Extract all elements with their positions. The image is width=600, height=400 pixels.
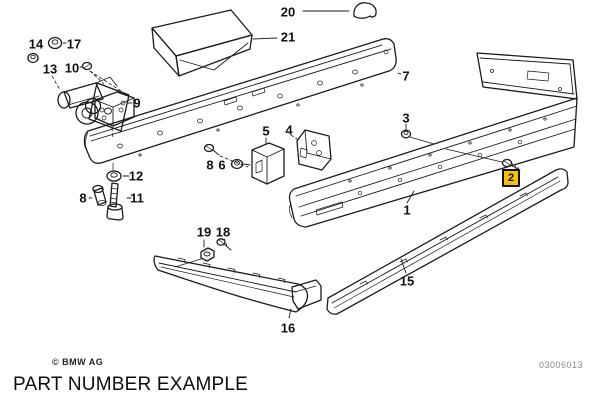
part-label-14: 14 <box>28 36 44 52</box>
part-8-bolt-drawing <box>88 184 107 206</box>
part-1-bumper-drawing <box>288 52 578 228</box>
part-label-16: 16 <box>280 320 296 336</box>
part-8-screw-mid-drawing <box>203 143 249 168</box>
part-12-washer-drawing <box>106 162 130 182</box>
part-label-8-second: 8 <box>79 190 87 206</box>
part-4-bracket-drawing <box>290 129 332 171</box>
page-caption: PART NUMBER EXAMPLE <box>13 374 249 395</box>
part-label-5: 5 <box>262 123 270 139</box>
part-label-6: 6 <box>218 157 226 173</box>
part-label-8: 8 <box>206 157 214 173</box>
part-15-trim-strip-drawing <box>291 168 569 315</box>
part-17-washer-drawing <box>47 36 67 50</box>
part-label-20: 20 <box>280 4 296 20</box>
part-21-block-drawing <box>151 9 278 77</box>
part-label-15: 15 <box>399 273 415 289</box>
part-label-3: 3 <box>402 110 410 126</box>
part-label-11: 11 <box>130 190 144 206</box>
part-11-long-bolt-drawing <box>106 182 132 221</box>
part-label-12: 12 <box>128 168 144 184</box>
part-18-screw-drawing <box>216 238 232 251</box>
part-label-18: 18 <box>215 224 231 240</box>
part-label-10: 10 <box>64 60 80 76</box>
part-5-bracket-drawing <box>251 137 285 185</box>
part-14-nut-drawing <box>27 52 39 64</box>
part-19-clip-drawing <box>174 239 215 268</box>
diagram-code-text: 03006013 <box>539 360 584 370</box>
part-label-1: 1 <box>403 202 411 218</box>
part-2-screw-drawing <box>445 148 521 172</box>
part-10-screw-drawing <box>79 61 93 71</box>
part-label-19: 19 <box>196 224 212 240</box>
part-label-17: 17 <box>66 36 82 52</box>
copyright-text: © BMW AG <box>52 357 104 367</box>
part-7-carrier-beam-drawing <box>83 38 402 164</box>
part-6-nut-drawing <box>230 158 251 170</box>
part-label-7: 7 <box>402 68 410 84</box>
part-3-nut-drawing <box>400 123 435 145</box>
part-16-trim-strip-drawing <box>153 255 309 319</box>
part-13-motor-drawing <box>51 70 130 132</box>
part-label-4: 4 <box>285 122 293 138</box>
part-label-21: 21 <box>280 29 296 45</box>
part-20-cap-drawing <box>302 2 377 19</box>
part-label-13: 13 <box>42 61 58 77</box>
part-label-9: 9 <box>133 95 141 111</box>
part-hotspot-2-selected[interactable]: 2 <box>502 169 520 187</box>
